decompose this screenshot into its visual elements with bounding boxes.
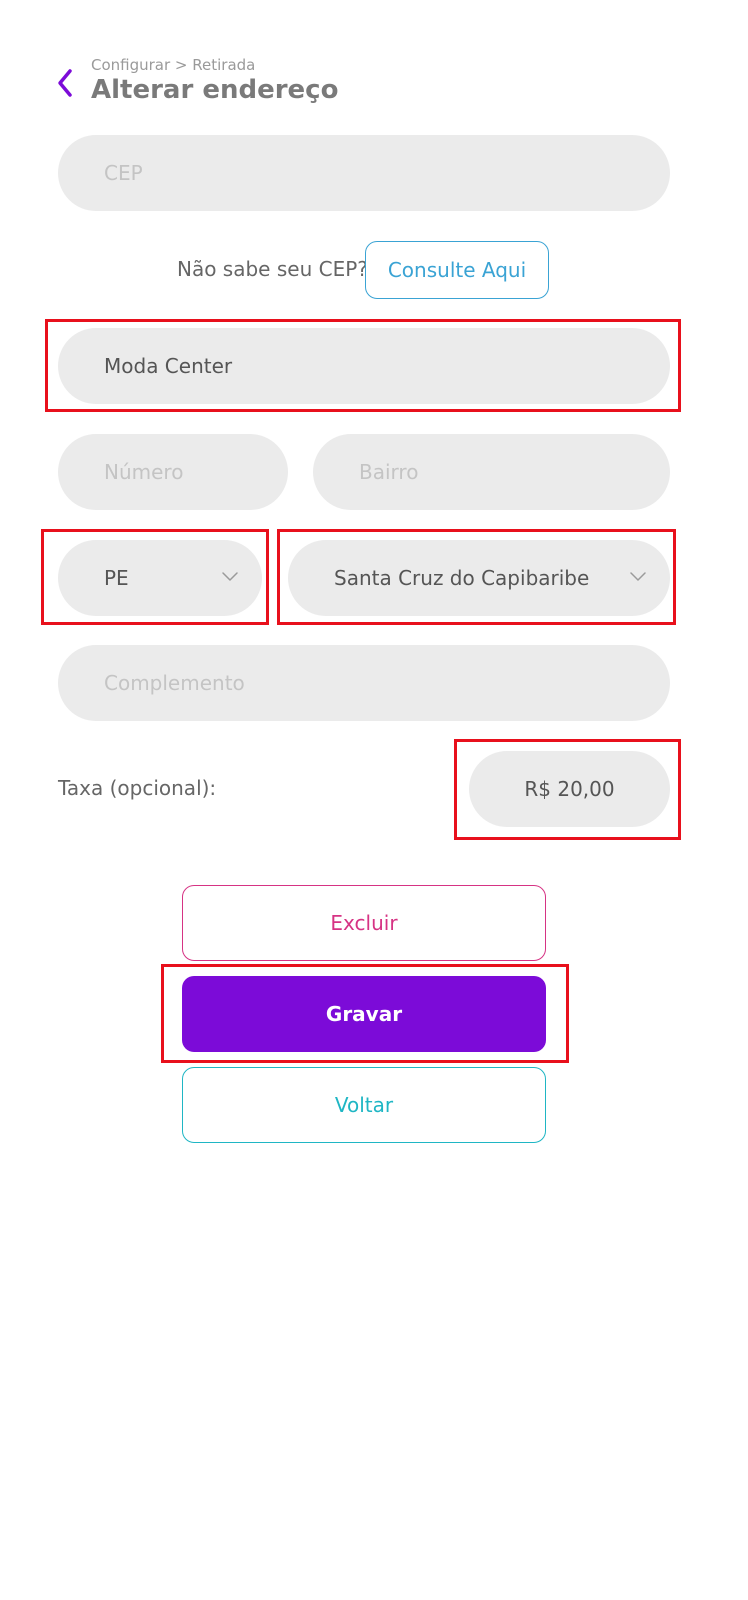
cep-input[interactable]: CEP bbox=[58, 135, 670, 211]
fee-value: R$ 20,00 bbox=[524, 777, 615, 801]
consulte-cep-button[interactable]: Consulte Aqui bbox=[365, 241, 549, 299]
complement-input[interactable]: Complemento bbox=[58, 645, 670, 721]
save-button[interactable]: Gravar bbox=[182, 976, 546, 1052]
state-select[interactable]: PE bbox=[58, 540, 262, 616]
state-value: PE bbox=[104, 566, 129, 590]
neighborhood-input[interactable]: Bairro bbox=[313, 434, 670, 510]
chevron-down-icon bbox=[630, 572, 646, 581]
city-value: Santa Cruz do Capibaribe bbox=[334, 566, 590, 590]
number-placeholder: Número bbox=[104, 460, 184, 484]
city-select[interactable]: Santa Cruz do Capibaribe bbox=[288, 540, 670, 616]
cep-help-label: Não sabe seu CEP? bbox=[177, 257, 368, 281]
chevron-left-icon bbox=[58, 69, 72, 97]
back-action-button[interactable]: Voltar bbox=[182, 1067, 546, 1143]
delete-button[interactable]: Excluir bbox=[182, 885, 546, 961]
address-value: Moda Center bbox=[104, 354, 233, 378]
complement-placeholder: Complemento bbox=[104, 671, 245, 695]
number-input[interactable]: Número bbox=[58, 434, 288, 510]
neighborhood-placeholder: Bairro bbox=[359, 460, 419, 484]
back-button[interactable] bbox=[50, 64, 80, 102]
page-title: Alterar endereço bbox=[91, 75, 339, 105]
address-input[interactable]: Moda Center bbox=[58, 328, 670, 404]
fee-input[interactable]: R$ 20,00 bbox=[469, 751, 670, 827]
cep-placeholder: CEP bbox=[104, 161, 143, 185]
fee-label: Taxa (opcional): bbox=[58, 776, 217, 800]
chevron-down-icon bbox=[222, 572, 238, 581]
breadcrumb: Configurar > Retirada bbox=[91, 56, 256, 74]
